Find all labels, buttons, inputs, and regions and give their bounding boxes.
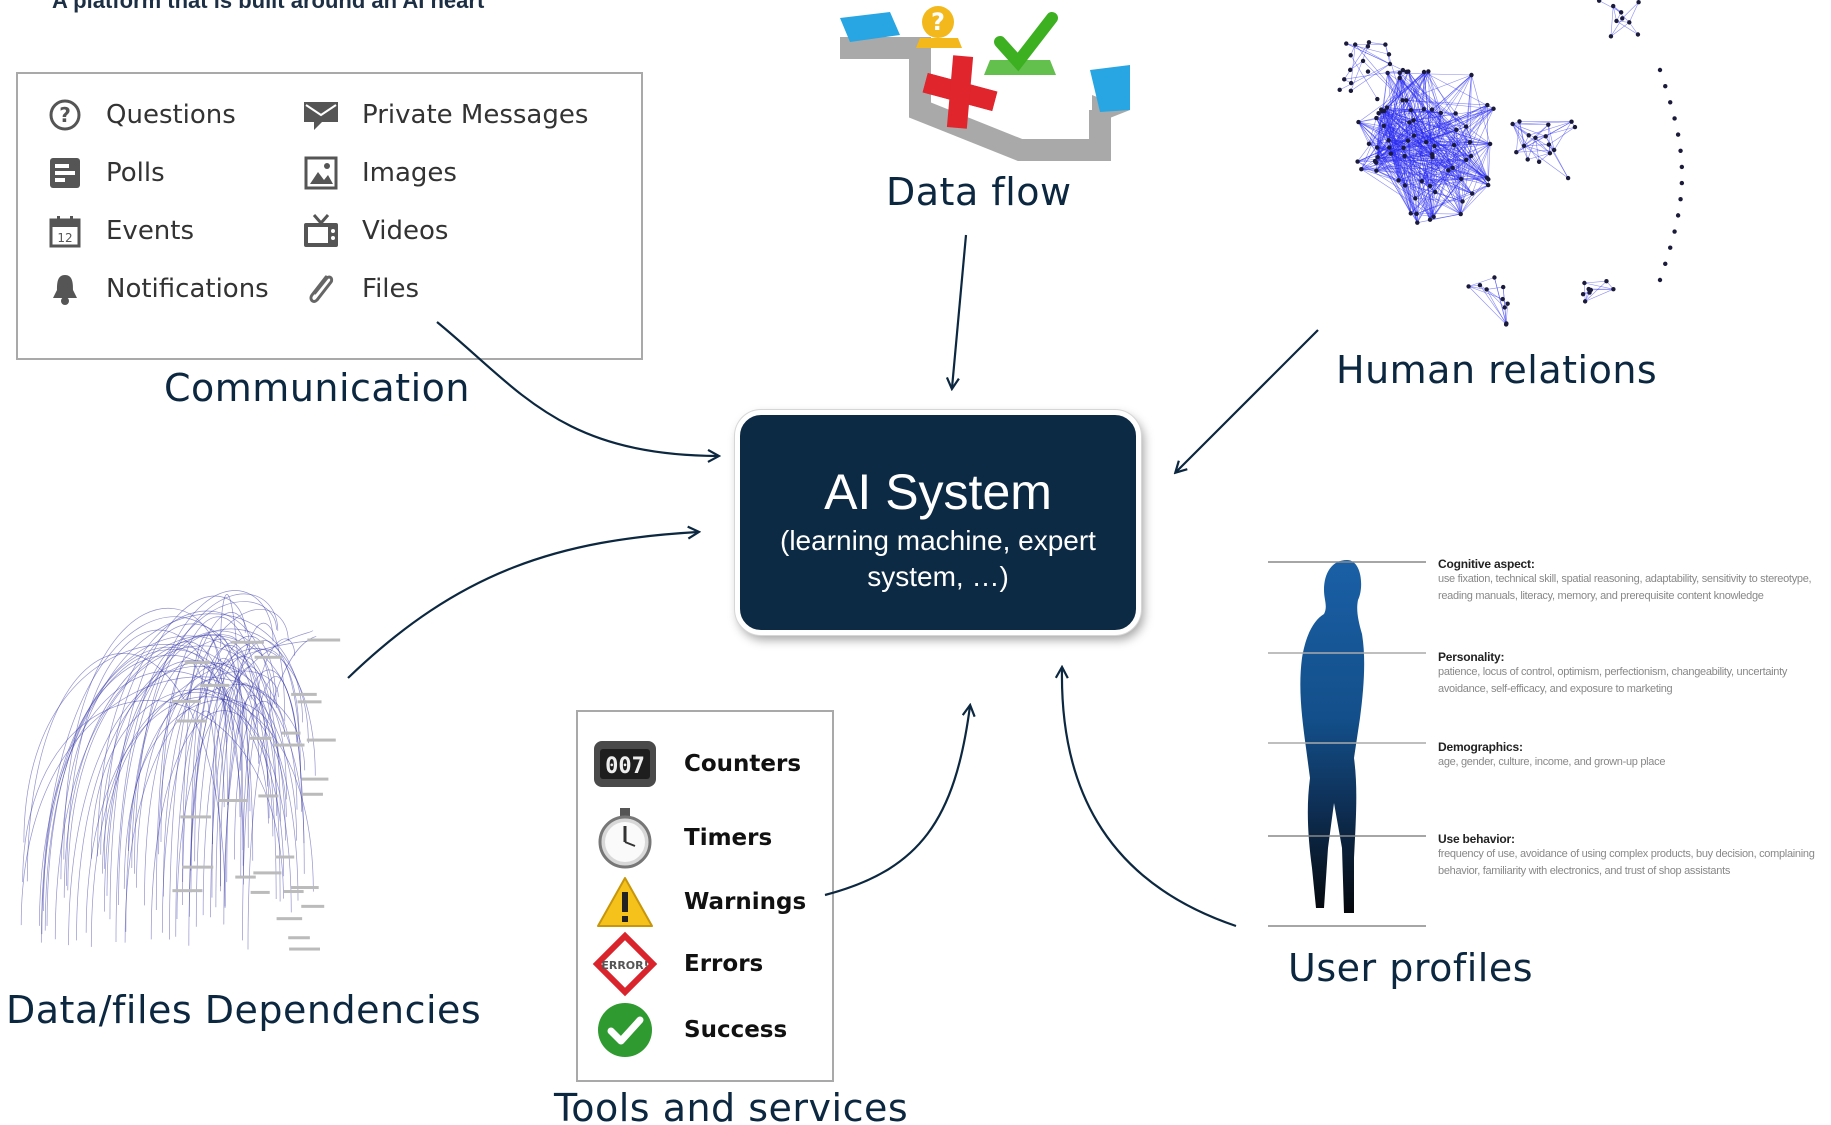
profile-heading: Personality:	[1438, 650, 1505, 664]
ai-system-title: AI System	[824, 464, 1052, 520]
ai-system-box: AI System (learning machine, expert syst…	[735, 410, 1141, 635]
comm-item-private-messages[interactable]: Private Messages	[302, 96, 588, 134]
counter-icon: 007	[590, 732, 660, 796]
communication-panel: ? Questions Polls 12 Events Notification…	[16, 72, 643, 360]
comm-item-polls[interactable]: Polls	[46, 154, 165, 192]
image-icon	[302, 154, 340, 192]
profile-cognitive: Cognitive aspect: use fixation, technica…	[1438, 557, 1828, 605]
error-sign-text: ERROR!	[601, 959, 648, 972]
comm-item-notifications[interactable]: Notifications	[46, 270, 269, 308]
warning-icon	[590, 870, 660, 934]
data-flow-illustration: ?	[840, 6, 1130, 161]
svg-text:?: ?	[931, 8, 945, 36]
profile-text: age, gender, culture, income, and grown-…	[1438, 756, 1666, 768]
ai-system-description: (learning machine, expert system, …)	[780, 525, 1096, 592]
comm-item-label: Events	[106, 216, 195, 246]
stopwatch-icon	[590, 806, 660, 870]
profile-heading: Demographics:	[1438, 740, 1523, 754]
user-profile-silhouette	[1268, 560, 1426, 927]
arrow-data-flow	[952, 234, 968, 388]
profile-heading: Use behavior:	[1438, 832, 1515, 846]
tool-item-label: Errors	[684, 951, 764, 977]
tv-icon	[302, 212, 340, 250]
tool-item-label: Timers	[684, 825, 773, 851]
dependencies-graph	[20, 590, 341, 951]
tool-item-label: Success	[684, 1017, 788, 1043]
tool-item-label: Warnings	[684, 889, 807, 915]
envelope-icon	[302, 96, 340, 134]
label-communication: Communication	[164, 366, 471, 410]
comm-item-label: Videos	[362, 216, 449, 246]
label-dependencies: Data/files Dependencies	[6, 988, 482, 1032]
comm-item-label: Files	[362, 274, 420, 304]
profile-heading: Cognitive aspect:	[1438, 557, 1535, 571]
comm-item-files[interactable]: Files	[302, 270, 419, 308]
arrow-tools	[824, 706, 970, 897]
page-subtitle: A platform that is built around an AI he…	[52, 0, 485, 13]
counter-digits: 007	[605, 754, 645, 779]
human-relations-network	[1337, 0, 1685, 327]
svg-text:?: ?	[59, 103, 71, 127]
paperclip-icon	[302, 270, 340, 308]
svg-text:12: 12	[57, 231, 72, 245]
comm-item-label: Notifications	[106, 274, 269, 304]
tool-item-timers[interactable]: Timers	[578, 806, 772, 870]
profile-demographics: Demographics: age, gender, culture, inco…	[1438, 740, 1828, 771]
tools-panel: 007 Counters Timers Warnings ERROR! Erro…	[576, 710, 834, 1082]
profile-use-behavior: Use behavior: frequency of use, avoidanc…	[1438, 832, 1828, 880]
profile-text: use fixation, technical skill, spatial r…	[1438, 573, 1812, 602]
calendar-icon: 12	[46, 212, 84, 250]
profile-personality: Personality: patience, locus of control,…	[1438, 650, 1828, 698]
comm-item-label: Questions	[106, 100, 236, 130]
comm-item-events[interactable]: 12 Events	[46, 212, 194, 250]
success-check-icon	[590, 998, 660, 1062]
tool-item-success[interactable]: Success	[578, 998, 787, 1062]
comm-item-label: Polls	[106, 158, 165, 188]
label-tools: Tools and services	[554, 1086, 909, 1125]
tool-item-counters[interactable]: 007 Counters	[578, 732, 801, 796]
bell-icon	[46, 270, 84, 308]
comm-item-videos[interactable]: Videos	[302, 212, 448, 250]
comm-item-questions[interactable]: ? Questions	[46, 96, 236, 134]
comm-item-images[interactable]: Images	[302, 154, 457, 192]
label-user-profiles: User profiles	[1288, 946, 1534, 990]
label-human-relations: Human relations	[1336, 348, 1658, 392]
arrow-dependencies	[347, 532, 698, 679]
profile-text: patience, locus of control, optimism, pe…	[1438, 666, 1788, 695]
tool-item-warnings[interactable]: Warnings	[578, 870, 806, 934]
poll-icon	[46, 154, 84, 192]
question-circle-icon: ?	[46, 96, 84, 134]
label-data-flow: Data flow	[886, 170, 1072, 214]
comm-item-label: Private Messages	[362, 100, 589, 130]
comm-item-label: Images	[362, 158, 457, 188]
tool-item-label: Counters	[684, 751, 802, 777]
error-icon: ERROR!	[590, 931, 660, 997]
tool-item-errors[interactable]: ERROR! Errors	[578, 931, 764, 997]
profile-text: frequency of use, avoidance of using com…	[1438, 848, 1815, 877]
arrow-user-profiles	[1062, 668, 1237, 928]
